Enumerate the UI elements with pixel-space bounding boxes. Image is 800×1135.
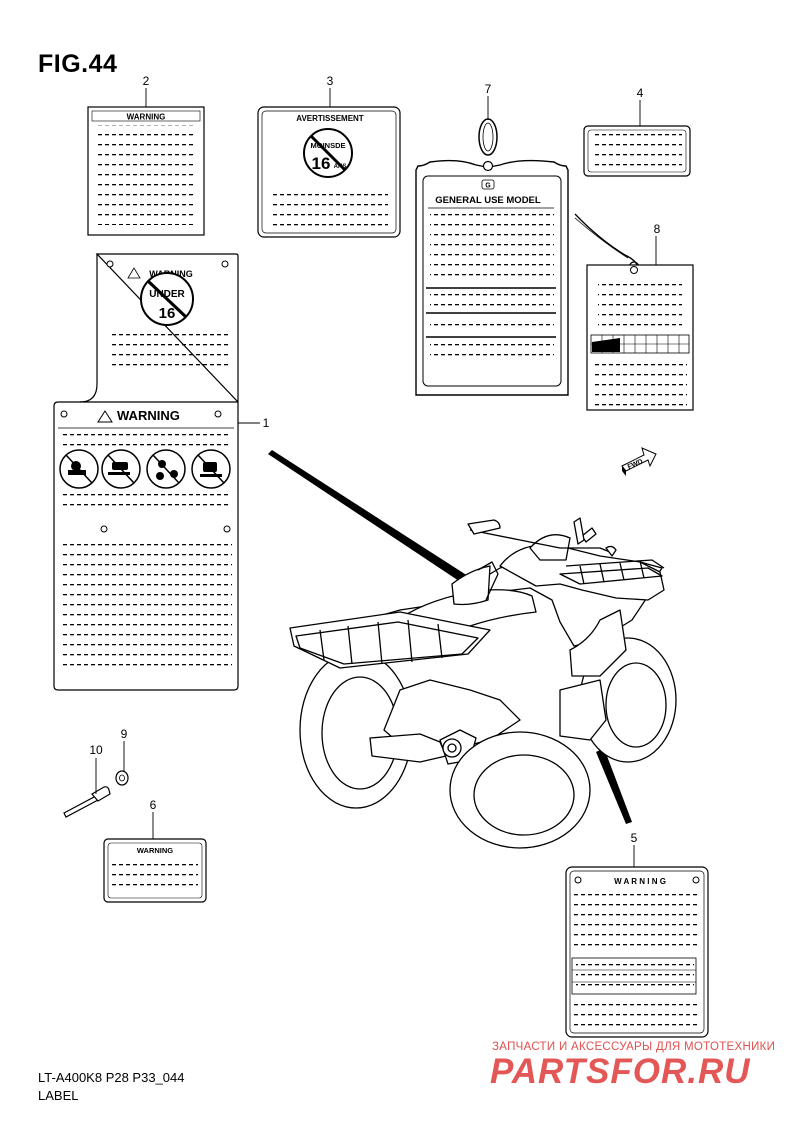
pointer-wedge-label-1 <box>268 450 468 583</box>
washer-9[interactable] <box>115 770 129 786</box>
atv-drawing <box>289 517 677 849</box>
label-2-warning: WARNING <box>127 113 166 122</box>
label-3-moinsde: MOINSDE <box>310 141 345 150</box>
figure-title: FIG.44 <box>38 50 118 78</box>
label-3-sixteen: 16 <box>312 154 331 173</box>
label-1[interactable]: WARNING UNDER 16 WARNING <box>53 253 239 691</box>
callout-8: 8 <box>654 222 661 236</box>
label-1-warning: WARNING <box>117 408 180 423</box>
callout-6: 6 <box>150 798 157 812</box>
label-1-sixteen: 16 <box>159 305 176 322</box>
label-5-warning: W A R N I N G <box>614 877 666 886</box>
callout-9: 9 <box>121 727 128 741</box>
callout-5: 5 <box>631 831 638 845</box>
label-3-ans: ANS <box>334 164 347 170</box>
callout-10: 10 <box>89 743 103 757</box>
label-4[interactable] <box>583 125 691 177</box>
model-code: LT-A400K8 P28 P33_044 <box>38 1070 185 1085</box>
figure-caption: LABEL <box>38 1088 79 1103</box>
bolt-10[interactable] <box>63 786 111 818</box>
pointer-wedge-label-5 <box>596 748 632 824</box>
fwd-arrow-icon: FWD <box>621 447 657 476</box>
label-8[interactable] <box>574 213 694 411</box>
callout-7: 7 <box>485 82 492 96</box>
label-6[interactable]: WARNING <box>103 838 207 903</box>
callout-2: 2 <box>143 74 150 88</box>
label-5[interactable]: W A R N I N G <box>565 866 709 1038</box>
watermark-tagline: ЗАПЧАСТИ И АКСЕССУАРЫ ДЛЯ МОТОТЕХНИКИ <box>492 1041 776 1053</box>
label-7[interactable]: G GENERAL USE MODEL <box>415 118 569 396</box>
label-7-g-mark: G <box>485 183 491 190</box>
label-7-title: GENERAL USE MODEL <box>435 195 541 206</box>
callout-4: 4 <box>637 86 644 100</box>
label-3[interactable]: AVERTISSEMENT MOINSDE 16 ANS <box>257 106 401 238</box>
watermark-logo: PARTSFOR.RU <box>490 1052 751 1091</box>
leader-lines <box>95 88 657 867</box>
label-2[interactable]: WARNING <box>87 106 205 236</box>
label-1-under: UNDER <box>149 289 185 300</box>
fwd-label: FWD <box>627 458 644 471</box>
label-6-warning: WARNING <box>137 846 173 855</box>
callout-3: 3 <box>327 74 334 88</box>
callout-1: 1 <box>263 416 270 430</box>
label-3-avertissement: AVERTISSEMENT <box>296 114 364 123</box>
